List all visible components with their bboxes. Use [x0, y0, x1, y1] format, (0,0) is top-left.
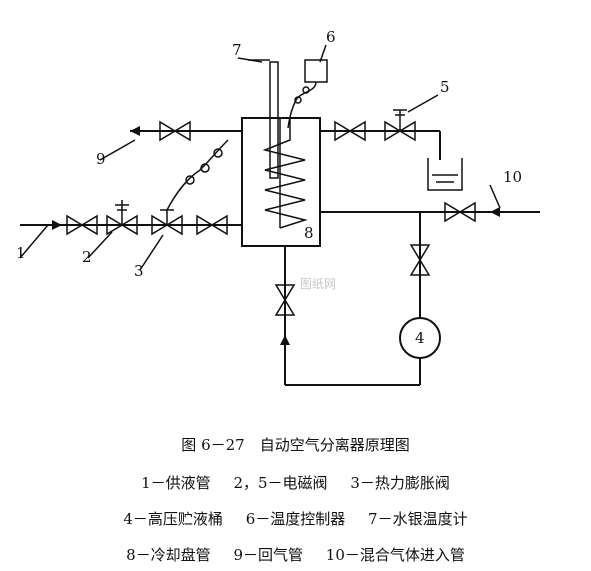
label-10: 10: [503, 168, 522, 186]
legend-item: 8－冷却盘管: [126, 546, 211, 564]
label-8: 8: [304, 224, 314, 242]
temperature-controller: [304, 59, 328, 83]
legend-item: 10－混合气体进入管: [325, 546, 465, 564]
label-7: 7: [232, 41, 242, 59]
label-5: 5: [440, 78, 450, 96]
legend-row-2: 4－高压贮液桶 6－温度控制器 7－水银温度计: [0, 508, 591, 529]
mercury-thermometer: [269, 61, 279, 179]
legend-item: 9－回气管: [233, 546, 303, 564]
legend-row-1: 1－供液管 2，5－电磁阀 3－热力膨胀阀: [0, 472, 591, 493]
separator-vessel: [241, 117, 321, 247]
legend-item: 1－供液管: [141, 474, 211, 492]
figure-caption: 图 6－27 自动空气分离器原理图: [181, 436, 410, 454]
label-9: 9: [96, 150, 106, 168]
legend-item: 6－温度控制器: [245, 510, 346, 528]
legend-item: 2，5－电磁阀: [233, 474, 328, 492]
label-2: 2: [82, 248, 92, 266]
label-1: 1: [16, 244, 26, 262]
legend-item: 3－热力膨胀阀: [350, 474, 450, 492]
legend-row-3: 8－冷却盘管 9－回气管 10－混合气体进入管: [0, 544, 591, 565]
label-4: 4: [415, 329, 425, 347]
legend-item: 4－高压贮液桶: [123, 510, 223, 528]
label-6: 6: [326, 28, 336, 46]
label-3: 3: [134, 262, 144, 280]
watermark: 图纸网: [300, 277, 337, 291]
cooling-coil: [262, 118, 308, 229]
legend-item: 7－水银温度计: [368, 510, 468, 528]
schematic-diagram: 1 2 3 4 5 6 7 8 9 10: [16, 28, 540, 386]
